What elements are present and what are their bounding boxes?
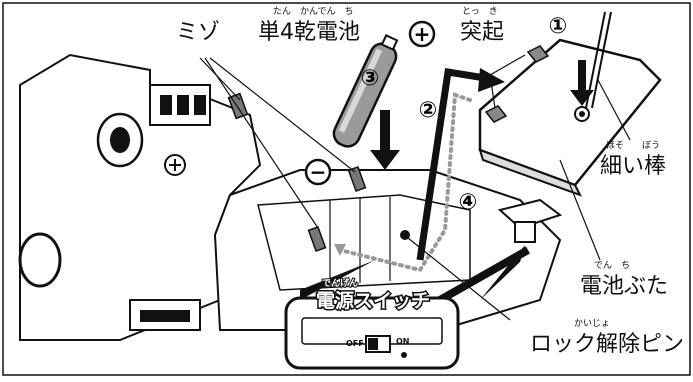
label-battery: 単4乾電池 [258, 20, 360, 45]
label-thin-rod: 細い棒 [600, 154, 667, 179]
label-lock-release-pin: ロック解除ピン [530, 332, 685, 357]
ruby-battery: たん かんでん ち [273, 7, 354, 17]
switch-knob [368, 338, 378, 350]
plus-sign: + [413, 22, 431, 46]
frame [2, 2, 691, 376]
dotted-step-4 [338, 92, 472, 273]
thin-rod [585, 11, 606, 109]
switch-on-label: ON [396, 337, 410, 346]
step-3-marker: ③ [360, 66, 380, 91]
plus-symbol [408, 20, 436, 48]
lock-release-pin [400, 230, 410, 240]
label-protrusion: 突起 [460, 20, 505, 45]
minus-sign: − [309, 160, 327, 184]
minus-symbol [304, 158, 332, 186]
protrusion-2 [484, 105, 508, 123]
on-indicator-dot [401, 352, 407, 358]
knob-lower [18, 232, 62, 288]
label-groove: ミゾ [176, 20, 221, 45]
device-body [19, 53, 262, 341]
switch-off-label: OFF [346, 339, 364, 348]
step-4-marker: ④ [458, 190, 478, 215]
ruby-protrusion: とっ き [462, 7, 498, 17]
step-1-marker: ① [548, 14, 568, 39]
label-battery-cover: 電池ぶた [580, 274, 669, 299]
aaa-battery [332, 34, 399, 148]
ruby-power-switch: でんげん [321, 279, 359, 290]
groove-mark-2 [347, 165, 367, 193]
label-power-switch: 電源スイッチ [314, 290, 431, 312]
arrow-step-2 [416, 67, 486, 261]
ruby-lock-release-pin: かいじょ [574, 319, 611, 329]
ruby-battery-cover: でん ち [594, 261, 631, 271]
arrow-step-3 [370, 110, 400, 170]
protrusion-1 [526, 45, 550, 63]
step-2-marker: ② [418, 98, 438, 123]
groove-mark-3 [307, 225, 327, 253]
compartment-inner [257, 194, 471, 291]
ruby-thin-rod: ほそ ぼう [606, 141, 661, 151]
